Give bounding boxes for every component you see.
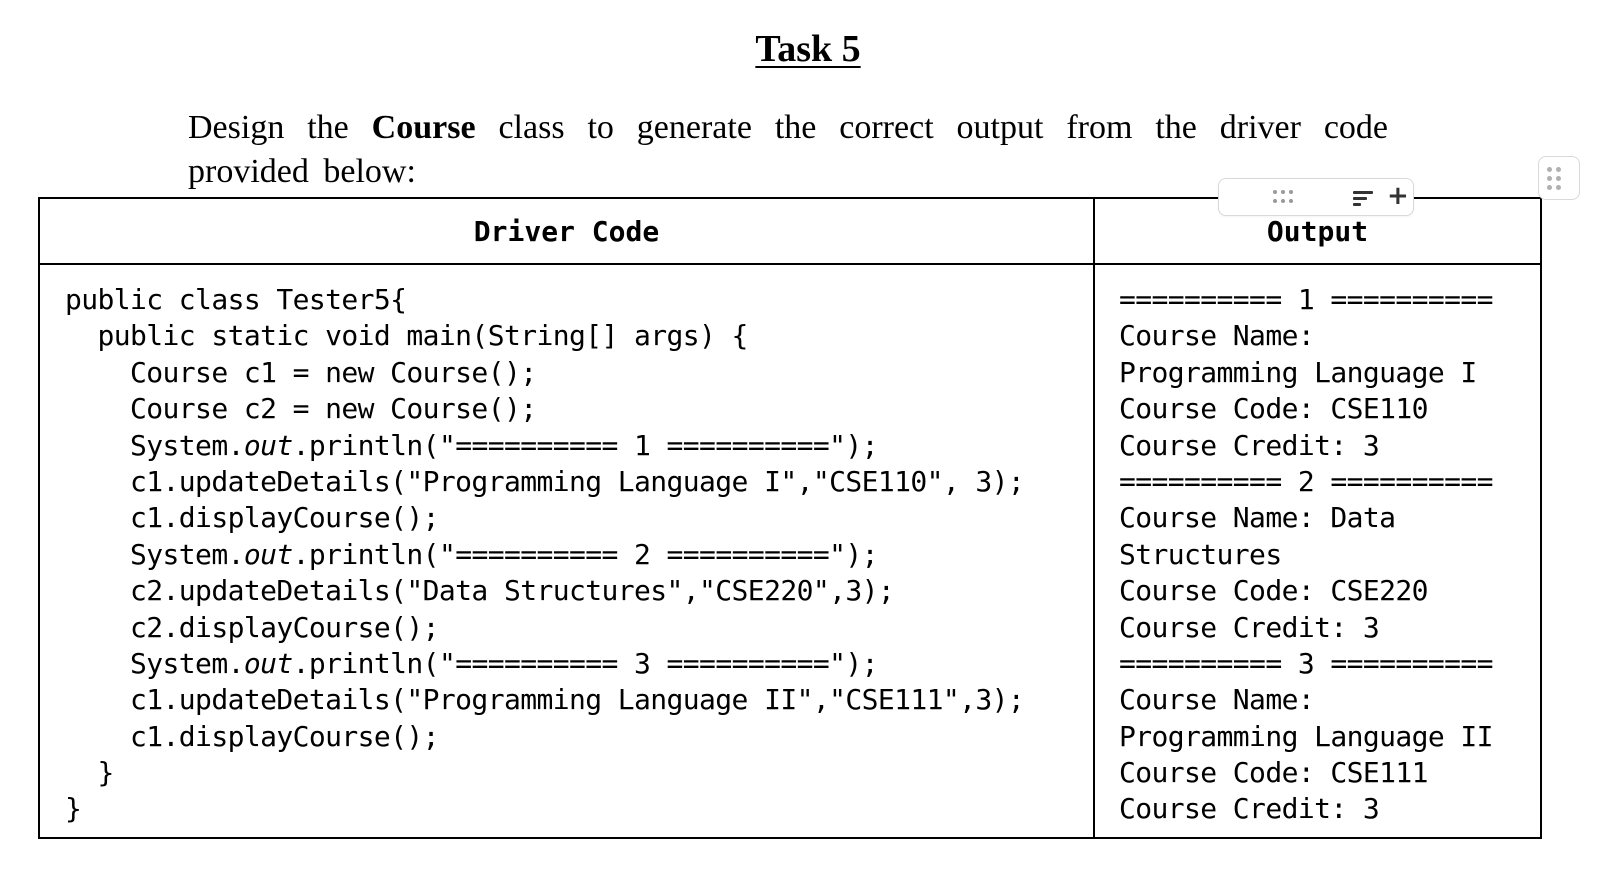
driver-code-block: public class Tester5{ public static void… — [40, 265, 1093, 828]
output-line: Programming Language II — [1119, 719, 1494, 753]
output-line: Course Name: — [1119, 319, 1315, 353]
page-title: Task 5 — [755, 28, 861, 70]
side-drag-handle-icon[interactable] — [1538, 156, 1580, 200]
output-line: ========== 2 ========== — [1119, 464, 1494, 498]
drag-handle-icon[interactable] — [1273, 190, 1297, 204]
task-table: Driver Code Output public class Tester5{… — [38, 197, 1542, 839]
code-line: c2.updateDetails("Data Structures","CSE2… — [65, 574, 895, 608]
plus-icon[interactable]: + — [1387, 181, 1409, 211]
code-line: public class Tester5{ — [65, 283, 407, 316]
output-block: ========== 1 ==========Course Name:Progr… — [1095, 265, 1540, 828]
task-description: Design the Course class to generate the … — [188, 106, 1388, 194]
output-line: ========== 1 ========== — [1119, 283, 1494, 316]
code-line: c2.displayCourse(); — [65, 610, 440, 644]
code-line: System.out.println("========== 3 =======… — [65, 646, 878, 680]
code-line: System.out.println("========== 2 =======… — [65, 537, 878, 571]
output-line: Course Credit: 3 — [1119, 428, 1380, 462]
output-line: Structures — [1119, 537, 1282, 571]
output-line: Course Credit: 3 — [1119, 792, 1380, 826]
output-cell: ========== 1 ==========Course Name:Progr… — [1093, 263, 1542, 839]
table-body-row: public class Tester5{ public static void… — [38, 263, 1542, 839]
output-line: Course Name: Data — [1119, 501, 1396, 535]
code-line: c1.updateDetails("Programming Language I… — [65, 683, 1025, 717]
code-line: c1.updateDetails("Programming Language I… — [65, 464, 1025, 498]
code-line: } — [65, 792, 82, 826]
code-line: public static void main(String[] args) { — [65, 319, 749, 353]
output-line: ========== 3 ========== — [1119, 646, 1494, 680]
driver-code-cell: public class Tester5{ public static void… — [38, 263, 1095, 839]
sort-icon[interactable] — [1353, 189, 1375, 207]
intro-text-before: Design the — [188, 109, 349, 146]
code-line: Course c2 = new Course(); — [65, 392, 537, 426]
code-line: } — [65, 756, 115, 790]
output-line: Programming Language I — [1119, 355, 1477, 389]
output-line: Course Code: CSE110 — [1119, 392, 1429, 426]
driver-code-header: Driver Code — [38, 197, 1095, 265]
output-line: Course Code: CSE220 — [1119, 574, 1429, 608]
table-header-row: Driver Code Output — [38, 197, 1542, 265]
code-line: c1.displayCourse(); — [65, 501, 440, 535]
intro-class-name: Course — [371, 109, 476, 146]
table-toolbar: + — [1218, 178, 1414, 216]
code-line: c1.displayCourse(); — [65, 719, 440, 753]
code-line: System.out.println("========== 1 =======… — [65, 428, 878, 462]
output-line: Course Name: — [1119, 683, 1315, 717]
code-line: Course c1 = new Course(); — [65, 355, 537, 389]
intro-text-after: class to generate the correct output fro… — [188, 109, 1389, 190]
output-line: Course Code: CSE111 — [1119, 756, 1429, 790]
output-line: Course Credit: 3 — [1119, 610, 1380, 644]
